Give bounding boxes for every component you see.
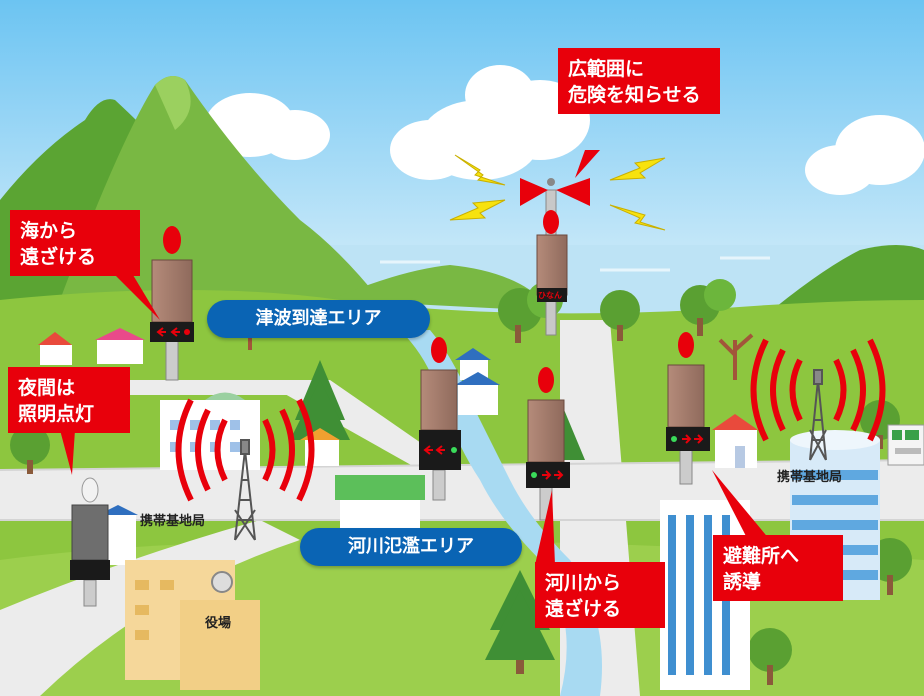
speaker-warning-pole [520,178,590,336]
callout-evacuation: 避難所へ 誘導 [713,535,843,601]
base-station-label-left: 携帯基地局 [140,514,206,529]
callout-wide-area: 広範囲に 危険を知らせる [558,48,720,114]
zone-flood-label: 河川氾濫エリア [300,528,522,566]
tree [748,628,792,685]
tree [680,279,736,336]
callout-line: 避難所へ [723,545,800,567]
tree [10,425,50,474]
signal-tower-evacuation [666,332,710,485]
signal-tower-river [526,367,570,521]
evacuation-sign-text: ひなん [538,291,562,300]
mountain [330,265,530,310]
callout-line: 広範囲に [568,58,645,80]
callout-line: 誘導 [723,571,762,593]
cloud [390,65,590,180]
callout-line: 遠ざける [545,598,622,620]
callout-line: 夜間は [18,377,76,399]
callout-away-from-river: 河川から 遠ざける [535,562,665,628]
town-office-label: 役場 [205,616,232,631]
signal-tower-sea [150,226,194,381]
signal-tower-night-light [70,477,110,607]
callout-pointers [60,150,770,565]
callout-line: 河川から [545,572,622,594]
house [95,328,145,364]
house [712,414,758,468]
house [38,332,72,365]
callout-line: 危険を知らせる [568,84,701,106]
mountain [60,76,380,300]
callout-line: 照明点灯 [18,403,95,425]
callout-away-from-sea: 海から 遠ざける [10,210,140,276]
evacuation-signboard [887,424,924,466]
house [455,372,500,415]
base-station-tower-right [809,369,827,461]
lightning-bolts [449,154,666,231]
zone-tsunami-label: 津波到達エリア [207,300,430,338]
signal-tower-river-left [419,337,461,501]
callout-night-lighting: 夜間は 照明点灯 [8,367,130,433]
callout-line: 遠ざける [20,246,97,268]
callout-line: 海から [20,220,78,242]
base-station-label-right: 携帯基地局 [777,470,843,485]
green-roof-building [335,475,425,530]
radio-waves-right [750,338,886,442]
cloud [805,115,924,195]
radio-waves-left [175,398,315,502]
town-office-building [125,560,260,690]
base-station-tower-left [234,439,256,541]
tree [600,290,640,341]
